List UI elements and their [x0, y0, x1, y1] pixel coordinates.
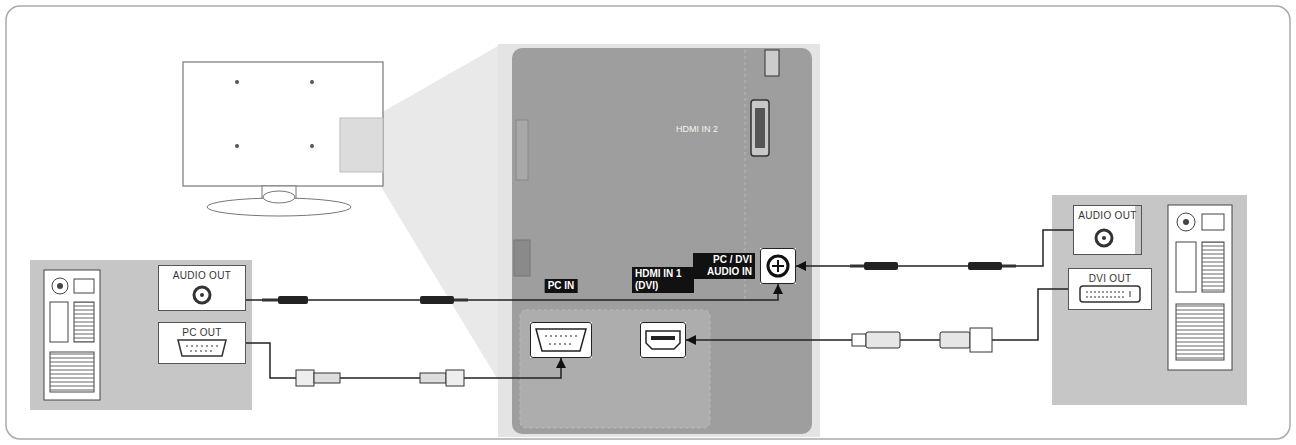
tv-illustration: [183, 62, 383, 186]
left-pc: [52, 278, 68, 294]
hdmi-dvi-plug: [970, 328, 992, 352]
tv-back-panel: [760, 248, 796, 284]
tv-illustration: [310, 144, 314, 148]
right-pc: [1202, 242, 1224, 292]
left-pc: [200, 293, 204, 297]
tv-back-panel: [751, 100, 769, 156]
tv-back-panel: [536, 329, 586, 351]
hdmi-dvi-plug: [940, 332, 970, 348]
port-label: PC OUT: [159, 327, 245, 339]
audio-plug: [262, 296, 468, 304]
pc-out-port: PC OUT: [158, 322, 246, 364]
tv-back-panel: [765, 50, 779, 76]
audio-plug: [278, 296, 308, 304]
audio-plug: [1002, 265, 1016, 268]
tv-back-panel: [512, 48, 812, 434]
tv-back-panel: [646, 331, 680, 349]
pc-in-port: PC IN: [530, 322, 592, 358]
audio-plug: [262, 299, 278, 302]
left-pc: [74, 279, 94, 293]
cable: [796, 230, 1073, 266]
right-pc: [1177, 213, 1195, 231]
panel-port-label: HDMI IN 1 (DVI): [632, 267, 694, 293]
tv-back-panel: [545, 336, 577, 344]
audio-plug: [864, 262, 898, 270]
audio-out-port: AUDIO OUT: [158, 265, 246, 311]
hdmi-dvi-plug: [852, 328, 992, 352]
left-pc: [158, 265, 246, 311]
hdmi-dvi-plug: [852, 334, 866, 346]
audio-plug: [420, 296, 454, 304]
vga-plug: [446, 370, 464, 386]
tv-back-panel: [514, 240, 530, 276]
tv-illustration: [235, 80, 239, 84]
right-pc: [1052, 195, 1247, 405]
tv-illustration: [372, 46, 498, 380]
hdmi-dvi-plug: [866, 332, 900, 348]
audio-plug: [850, 265, 864, 268]
tv-illustration: [340, 118, 383, 172]
right-pc: [1202, 214, 1224, 230]
cable: [246, 284, 778, 300]
right-pc: [1176, 304, 1224, 360]
right-pc: [1068, 268, 1152, 310]
port-label: AUDIO OUT: [1074, 210, 1141, 222]
tv-illustration: [263, 191, 295, 203]
vga-plug: [296, 370, 314, 386]
port-label: DVI OUT: [1069, 273, 1151, 285]
panel-port-label: PC / DVI AUDIO IN: [693, 253, 755, 279]
left-pc: [57, 283, 63, 289]
left-pc: [50, 302, 68, 342]
vga-plug: [296, 370, 464, 386]
left-pc: [30, 260, 252, 410]
tv-back-panel: [651, 336, 675, 340]
right-pc: [1176, 242, 1196, 292]
tv-back-panel: [640, 322, 686, 358]
right-pc: [1183, 219, 1189, 225]
audio-in-jack: PC / DVI AUDIO IN: [760, 248, 796, 284]
left-pc: [74, 302, 94, 342]
left-pc: [30, 260, 252, 410]
frame: [6, 6, 1290, 439]
audio-out-port: AUDIO OUT: [1073, 205, 1142, 255]
right-pc: [1130, 291, 1131, 297]
left-pc: [44, 270, 100, 400]
panel-port-label: PC IN: [545, 279, 578, 293]
port-label: HDMI IN 2: [676, 124, 718, 134]
hdmi-in-port: HDMI IN 1 (DVI): [640, 322, 686, 358]
right-pc: [1102, 236, 1106, 240]
audio-plug: [850, 262, 1016, 270]
port-label: AUDIO OUT: [159, 270, 245, 282]
left-pc: [158, 322, 246, 364]
tv-back-panel: [755, 108, 765, 148]
tv-illustration: [310, 80, 314, 84]
dvi-out-port: DVI OUT: [1068, 268, 1152, 310]
right-pc: [1096, 230, 1112, 246]
audio-plug: [968, 262, 1002, 270]
left-pc: [186, 346, 218, 351]
frame: [6, 6, 1290, 439]
vga-plug: [420, 373, 446, 383]
right-pc: [1168, 205, 1232, 370]
tv-back-panel: [516, 120, 528, 180]
tv-back-panel: [772, 260, 784, 272]
vga-plug: [314, 373, 340, 383]
tv-illustration: [235, 144, 239, 148]
tv-back-panel: [520, 310, 710, 428]
audio-plug: [454, 299, 468, 302]
cable: [246, 343, 561, 378]
left-pc: [194, 287, 210, 303]
tv-back-panel: [530, 322, 592, 358]
right-pc: [1086, 292, 1126, 297]
tv-back-panel: [768, 256, 788, 276]
right-pc: [1080, 286, 1140, 302]
left-pc: [178, 340, 226, 356]
right-pc: [1052, 195, 1247, 405]
left-pc: [50, 352, 94, 392]
